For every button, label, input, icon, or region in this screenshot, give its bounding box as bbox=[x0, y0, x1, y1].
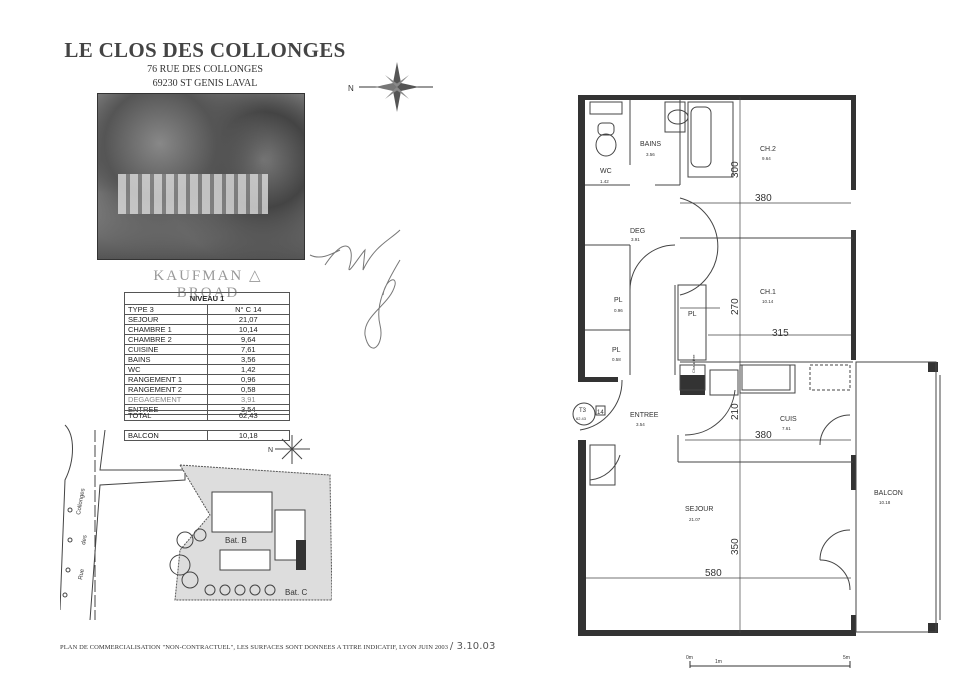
row-label: RANGEMENT 2 bbox=[124, 384, 208, 395]
building-photo bbox=[97, 93, 305, 260]
row-label: BAINS bbox=[124, 354, 208, 365]
room-area: 3.91 bbox=[631, 237, 640, 242]
row-value: 0,58 bbox=[206, 384, 290, 395]
room-area: 10.14 bbox=[762, 299, 774, 304]
boiler-label: Chaudière bbox=[691, 354, 696, 373]
row-label: SEJOUR bbox=[124, 314, 208, 325]
dimension-label: 270 bbox=[730, 298, 741, 315]
type-label: TYPE 3 bbox=[124, 304, 208, 315]
dimension-label: 380 bbox=[755, 193, 772, 204]
svg-text:des: des bbox=[81, 535, 89, 546]
row-value: 0,96 bbox=[206, 374, 290, 385]
handwritten-date: / 3.10.03 bbox=[449, 641, 496, 652]
room-label-cuis: CUIS bbox=[780, 416, 797, 423]
lot-number: N° C 14 bbox=[206, 304, 290, 315]
balcon-value: 10,18 bbox=[206, 430, 290, 441]
disclaimer-footer: PLAN DE COMMERCIALISATION "NON-CONTRACTU… bbox=[60, 641, 495, 652]
dimension-label: 380 bbox=[755, 430, 772, 441]
svg-text:0m: 0m bbox=[686, 655, 693, 661]
total-value: 62,43 bbox=[206, 410, 290, 421]
room-label-balcon: BALCON bbox=[874, 490, 903, 497]
room-area: 21.07 bbox=[689, 517, 701, 522]
project-title: LE CLOS DES COLLONGES bbox=[64, 38, 346, 62]
room-label-sejour: SEJOUR bbox=[685, 506, 713, 513]
scale-bar: 0m 1m 5m bbox=[686, 655, 851, 668]
row-label: DEGAGEMENT bbox=[124, 394, 208, 405]
row-value: 3,56 bbox=[206, 354, 290, 365]
row-value: 10,14 bbox=[206, 324, 290, 335]
svg-text:Bat. C: Bat. C bbox=[285, 588, 307, 597]
compass-rose-icon: N bbox=[348, 62, 433, 112]
handwritten-signature bbox=[309, 229, 401, 349]
floor-plan: BAINS 3.56 WC 1.42 CH.2 9.64 DEG 3.91 CH… bbox=[572, 95, 941, 668]
svg-text:14: 14 bbox=[597, 410, 604, 416]
svg-text:62.43: 62.43 bbox=[576, 416, 587, 421]
dimension-label: 210 bbox=[730, 403, 741, 420]
room-area: 7.61 bbox=[782, 426, 791, 431]
dimension-label: 350 bbox=[730, 538, 741, 555]
row-label: CHAMBRE 2 bbox=[124, 334, 208, 345]
row-value: 7,61 bbox=[206, 344, 290, 355]
room-label-deg: DEG bbox=[630, 228, 645, 235]
room-label-wc: WC bbox=[600, 168, 612, 175]
disclaimer-text: PLAN DE COMMERCIALISATION "NON-CONTRACTU… bbox=[60, 644, 449, 651]
room-label-ch2: CH.2 bbox=[760, 146, 776, 153]
room-label-ch1: CH.1 bbox=[760, 289, 776, 296]
room-area: 10.18 bbox=[879, 500, 891, 505]
svg-text:Collonges: Collonges bbox=[76, 488, 87, 515]
svg-text:Bat. B: Bat. B bbox=[225, 536, 247, 545]
closet-label: PL bbox=[688, 311, 697, 318]
row-value: 21,07 bbox=[206, 314, 290, 325]
row-label: WC bbox=[124, 364, 208, 375]
dimension-label: 300 bbox=[730, 161, 741, 178]
address-line-2: 69230 ST GENIS LAVAL bbox=[152, 78, 258, 89]
site-plan: Collonges des Rue Bat. B Bat. C N bbox=[60, 424, 332, 620]
room-label-pl2: PL bbox=[612, 347, 621, 354]
dimension-label: 580 bbox=[705, 568, 722, 579]
address-line-1: 76 RUE DES COLLONGES bbox=[147, 64, 263, 75]
svg-text:5m: 5m bbox=[843, 655, 850, 661]
room-label-pl1: PL bbox=[614, 297, 623, 304]
svg-text:N: N bbox=[348, 84, 354, 93]
room-area: 3.54 bbox=[636, 422, 645, 427]
room-area: 1.42 bbox=[600, 179, 609, 184]
svg-text:1m: 1m bbox=[715, 659, 722, 665]
row-label: RANGEMENT 1 bbox=[124, 374, 208, 385]
svg-text:T3: T3 bbox=[579, 408, 587, 414]
row-label: CHAMBRE 1 bbox=[124, 324, 208, 335]
room-label-entree: ENTREE bbox=[630, 412, 659, 419]
row-value: 1,42 bbox=[206, 364, 290, 375]
svg-text:N: N bbox=[268, 447, 273, 454]
room-area: 9.64 bbox=[762, 156, 771, 161]
room-area: 0.96 bbox=[614, 308, 623, 313]
svg-text:Rue: Rue bbox=[78, 568, 86, 581]
dimension-label: 315 bbox=[772, 328, 789, 339]
room-area: 0.58 bbox=[612, 357, 621, 362]
unit-badge: T3 62.43 14 bbox=[572, 402, 606, 426]
table-title: NIVEAU 1 bbox=[124, 292, 290, 305]
row-label: CUISINE bbox=[124, 344, 208, 355]
room-label-bains: BAINS bbox=[640, 141, 661, 148]
room-area: 3.56 bbox=[646, 152, 655, 157]
total-label: TOTAL bbox=[124, 410, 208, 421]
row-value: 3,91 bbox=[206, 394, 290, 405]
row-value: 9,64 bbox=[206, 334, 290, 345]
